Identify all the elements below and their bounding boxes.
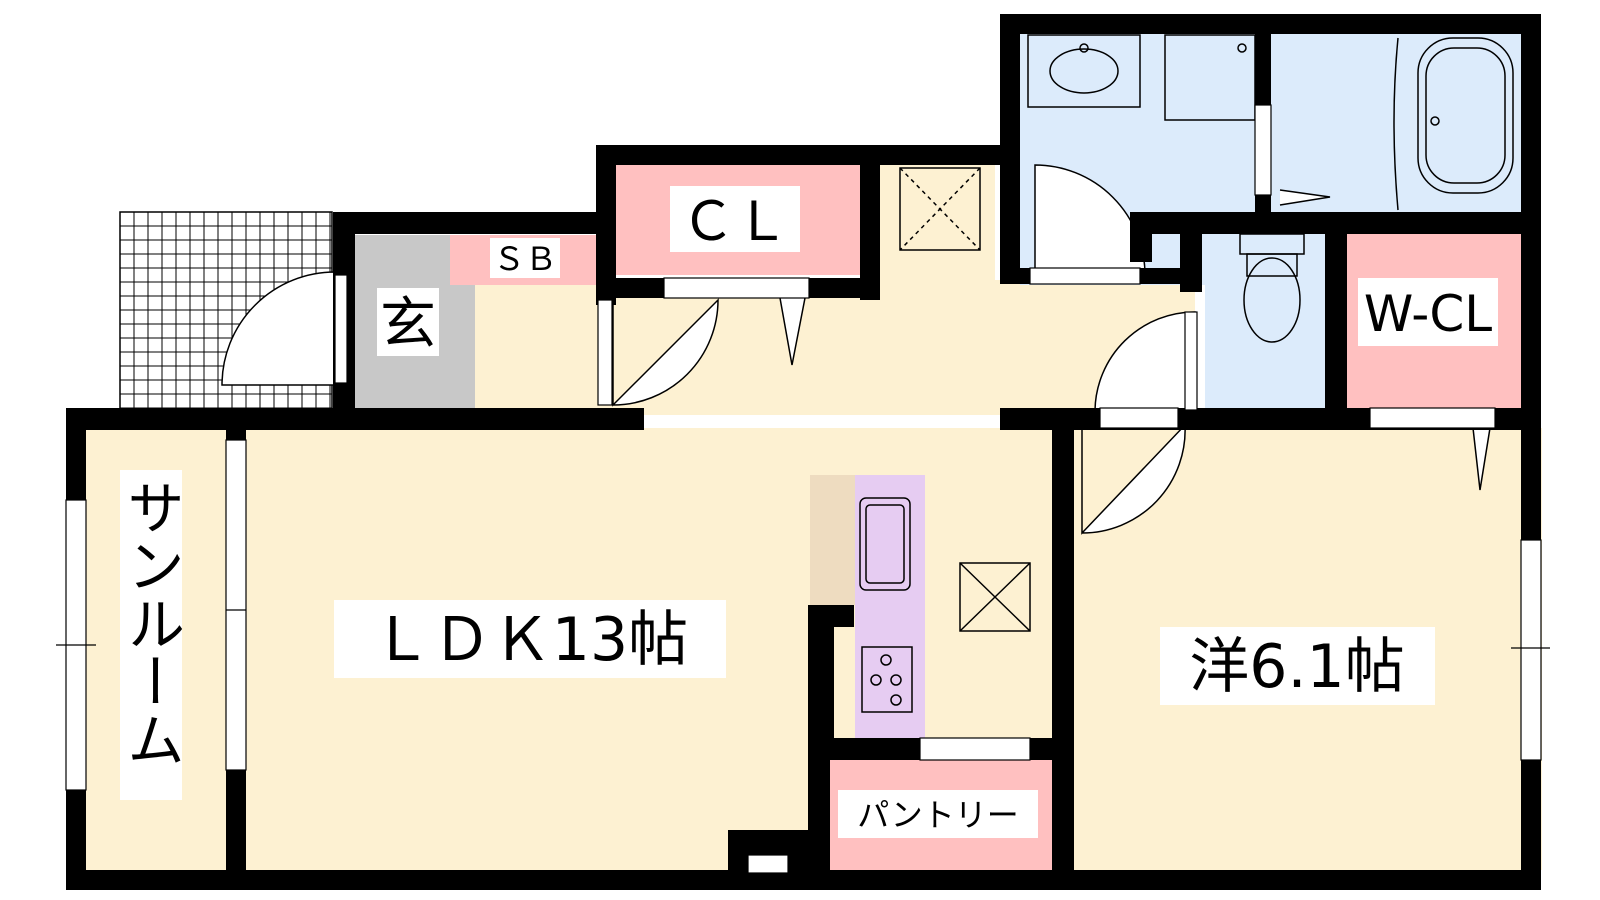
bathtub-icon bbox=[1417, 37, 1514, 194]
western-room-label: 洋6.1帖 bbox=[1189, 632, 1404, 702]
toilet-door bbox=[1094, 311, 1196, 411]
toilet-fill bbox=[1205, 234, 1325, 409]
washbasin-icon bbox=[1027, 34, 1141, 108]
closet-label: ＣＬ bbox=[681, 190, 789, 253]
closet-fold-door bbox=[779, 297, 806, 366]
side-counter-fill bbox=[810, 475, 855, 605]
shoebox-label: ＳＢ bbox=[493, 240, 557, 278]
hall-floor-upper bbox=[865, 160, 995, 290]
pantry-label: パントリー bbox=[857, 796, 1019, 834]
ldk-label: ＬＤＫ13帖 bbox=[372, 605, 688, 675]
fixtures bbox=[859, 34, 1514, 713]
bath-fold-door bbox=[1279, 189, 1331, 206]
washroom-door bbox=[1034, 164, 1146, 276]
sunroom-label: サンルーム bbox=[117, 478, 185, 768]
pillar-x-icon bbox=[959, 562, 1031, 632]
kitchen-sink-icon bbox=[859, 497, 911, 591]
room-labels: ＬＤＫ13帖 洋6.1帖 サンルーム 玄 ＳＢ ＣＬ W-CL パントリー bbox=[117, 186, 1498, 838]
windows bbox=[56, 104, 1550, 874]
doors bbox=[221, 164, 1491, 535]
entrance-door bbox=[221, 271, 336, 386]
bedroom-door bbox=[1081, 423, 1186, 535]
walk-in-closet-label: W-CL bbox=[1364, 285, 1492, 343]
wcl-fold-door bbox=[1472, 427, 1491, 491]
hall-floor bbox=[470, 280, 1060, 415]
stove-icon bbox=[861, 646, 913, 713]
entrance-label: 玄 bbox=[380, 292, 436, 357]
hall-door bbox=[612, 298, 719, 407]
storage-x-icon bbox=[899, 167, 981, 251]
